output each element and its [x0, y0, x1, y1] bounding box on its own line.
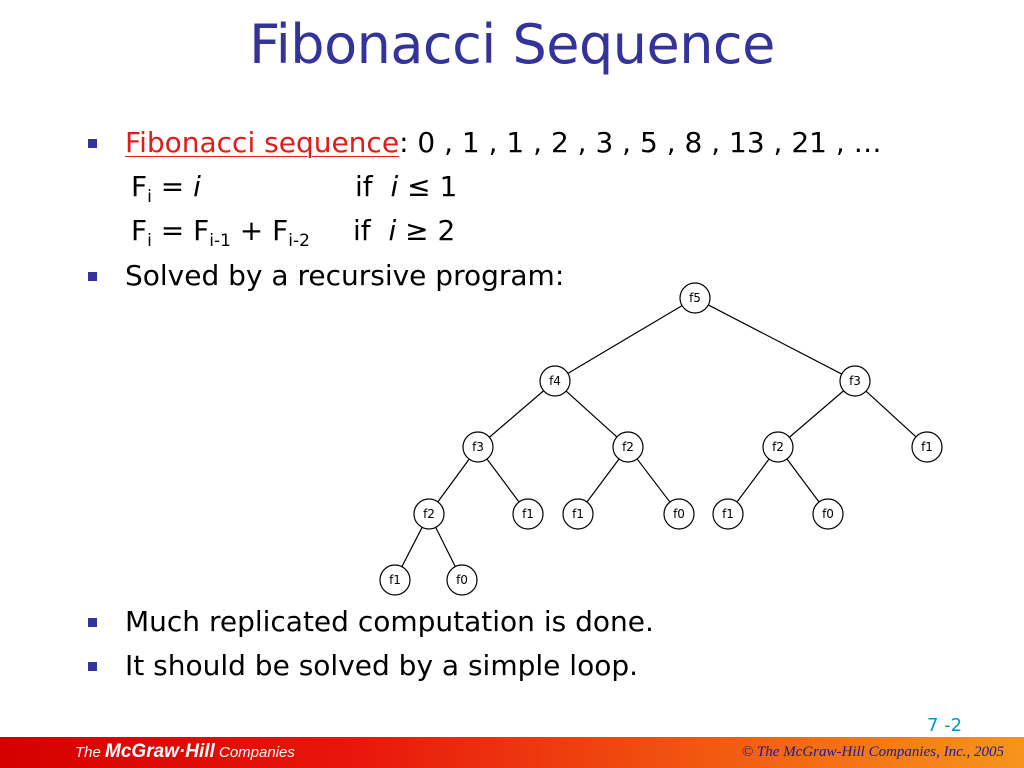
tree-edge: [636, 458, 671, 503]
tree-node-circle: [679, 282, 711, 314]
tree-node-label: f2: [423, 507, 435, 521]
sequence-values: : 0 , 1 , 1 , 2 , 3 , 5 , 8 , 13 , 21 , …: [399, 126, 882, 159]
tree-node: f0: [663, 498, 695, 530]
tree-node: f1: [379, 564, 411, 596]
tree-node: f0: [446, 564, 478, 596]
tree-node: f0: [812, 498, 844, 530]
bullet-text: It should be solved by a simple loop.: [125, 649, 639, 682]
tree-node: f3: [462, 431, 494, 463]
square-bullet-icon: [88, 662, 97, 671]
tree-node: f2: [612, 431, 644, 463]
bullet-text: Solved by a recursive program:: [125, 259, 565, 292]
tree-node-circle: [539, 365, 571, 397]
tree-node-label: f3: [849, 374, 861, 388]
tree-node: f4: [539, 365, 571, 397]
tree-edge: [708, 304, 842, 375]
tree-node-label: f1: [522, 507, 534, 521]
tree-edge: [435, 527, 456, 567]
tree-node: f1: [911, 431, 943, 463]
tree-node: f3: [839, 365, 871, 397]
tree-node-label: f1: [722, 507, 734, 521]
fibonacci-sequence-link[interactable]: Fibonacci sequence: [125, 126, 400, 159]
tree-node-label: f1: [572, 507, 584, 521]
tree-node-circle: [762, 431, 794, 463]
tree-node-label: f0: [673, 507, 685, 521]
tree-edge: [401, 527, 423, 567]
tree-node-label: f2: [622, 440, 634, 454]
tree-node: f1: [712, 498, 744, 530]
tree-edge: [786, 458, 820, 503]
footer-bar: The McGraw·Hill Companies © The McGraw-H…: [0, 737, 1024, 768]
square-bullet-icon: [88, 618, 97, 627]
tree-edge: [586, 458, 620, 503]
tree-node-label: f2: [772, 440, 784, 454]
tree-edge: [486, 458, 520, 503]
footer-copyright: © The McGraw-Hill Companies, Inc., 2005: [741, 744, 1004, 760]
tree-node-label: f0: [456, 573, 468, 587]
tree-node-circle: [812, 498, 844, 530]
tree-node-circle: [562, 498, 594, 530]
formula-lhs: Fi = i: [131, 170, 201, 207]
mcgraw-hill-logo: The McGraw·Hill Companies: [75, 741, 295, 762]
tree-edges: [401, 304, 917, 567]
tree-node: f1: [512, 498, 544, 530]
tree-edge: [788, 390, 845, 438]
tree-node: f2: [762, 431, 794, 463]
tree-node-circle: [712, 498, 744, 530]
formula-condition: if i ≥ 2: [353, 214, 456, 247]
tree-node-label: f1: [921, 440, 933, 454]
tree-node: f1: [562, 498, 594, 530]
tree-edge: [437, 458, 470, 503]
tree-node-circle: [512, 498, 544, 530]
tree-node-circle: [413, 498, 445, 530]
page-number: 7 -2: [927, 715, 963, 736]
bullet-text: Much replicated computation is done.: [125, 605, 654, 638]
tree-node: f5: [679, 282, 711, 314]
slide-title: Fibonacci Sequence: [249, 13, 775, 76]
tree-node-circle: [379, 564, 411, 596]
tree-edge: [736, 458, 770, 503]
tree-node-circle: [839, 365, 871, 397]
tree-node-label: f3: [472, 440, 484, 454]
tree-node-label: f0: [822, 507, 834, 521]
bullet-text: Fibonacci sequence: 0 , 1 , 1 , 2 , 3 , …: [125, 125, 882, 161]
tree-node-label: f4: [549, 374, 561, 388]
formula-condition: if i ≤ 1: [355, 170, 458, 203]
tree-node: f2: [413, 498, 445, 530]
tree-node-circle: [612, 431, 644, 463]
tree-edge: [567, 305, 683, 374]
square-bullet-icon: [88, 272, 97, 281]
formula-lhs: Fi = Fi-1 + Fi-2: [131, 214, 310, 251]
tree-node-circle: [446, 564, 478, 596]
tree-node-circle: [911, 431, 943, 463]
tree-node-circle: [462, 431, 494, 463]
tree-edge: [565, 390, 618, 438]
tree-node-label: f5: [689, 291, 701, 305]
square-bullet-icon: [88, 139, 97, 148]
tree-edge: [488, 390, 545, 438]
tree-node-circle: [663, 498, 695, 530]
tree-edge: [865, 390, 917, 438]
tree-node-label: f1: [389, 573, 401, 587]
